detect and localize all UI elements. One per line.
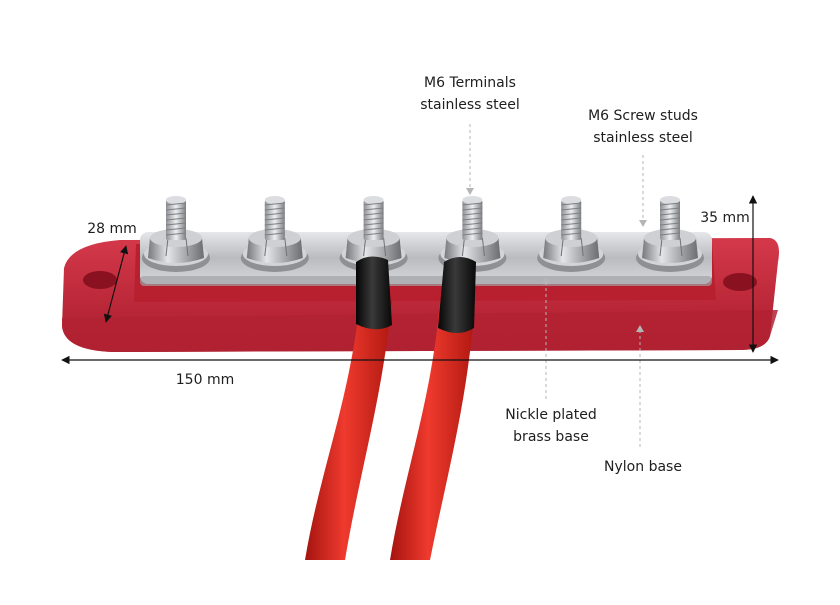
heatshrink-left: [356, 256, 392, 330]
label-studs-line2: stainless steel: [593, 130, 693, 146]
cable-right: [390, 300, 475, 560]
leader-lines: [469, 124, 644, 450]
label-dim-length-text: 150 mm: [175, 372, 235, 388]
screw-studs: [142, 196, 704, 272]
label-studs-line1: M6 Screw studs: [588, 108, 698, 124]
dim-depth-line: [103, 245, 129, 323]
label-brass-line2: brass base: [513, 429, 589, 445]
mounting-hole-right: [723, 273, 757, 291]
label-dim-depth: 28 mm: [84, 218, 140, 240]
stud-assembly: [339, 196, 408, 272]
leader-arrowheads: [466, 188, 647, 332]
label-terminals-line2: stainless steel: [420, 97, 520, 113]
label-nylon-text: Nylon base: [604, 459, 682, 475]
label-brass-base: Nickle plated brass base: [496, 404, 606, 448]
label-terminals-line1: M6 Terminals: [424, 75, 516, 91]
label-dim-depth-text: 28 mm: [87, 221, 137, 237]
label-terminals: M6 Terminals stainless steel: [410, 72, 530, 116]
stud-assembly: [438, 196, 507, 272]
label-dim-length: 150 mm: [170, 369, 240, 391]
dimension-lines: [61, 195, 779, 365]
label-dim-height-text: 35 mm: [700, 210, 750, 226]
stud-assembly: [142, 196, 210, 272]
label-studs: M6 Screw studs stainless steel: [578, 105, 708, 149]
label-dim-height: 35 mm: [700, 207, 750, 229]
stud-assembly: [537, 196, 606, 272]
heatshrink-right: [438, 257, 476, 333]
cable-left: [305, 300, 392, 560]
mounting-hole-left: [83, 271, 117, 289]
label-brass-line1: Nickle plated: [505, 407, 597, 423]
label-nylon-base: Nylon base: [598, 456, 688, 478]
stud-assembly: [636, 196, 704, 272]
stud-assembly: [240, 196, 309, 272]
